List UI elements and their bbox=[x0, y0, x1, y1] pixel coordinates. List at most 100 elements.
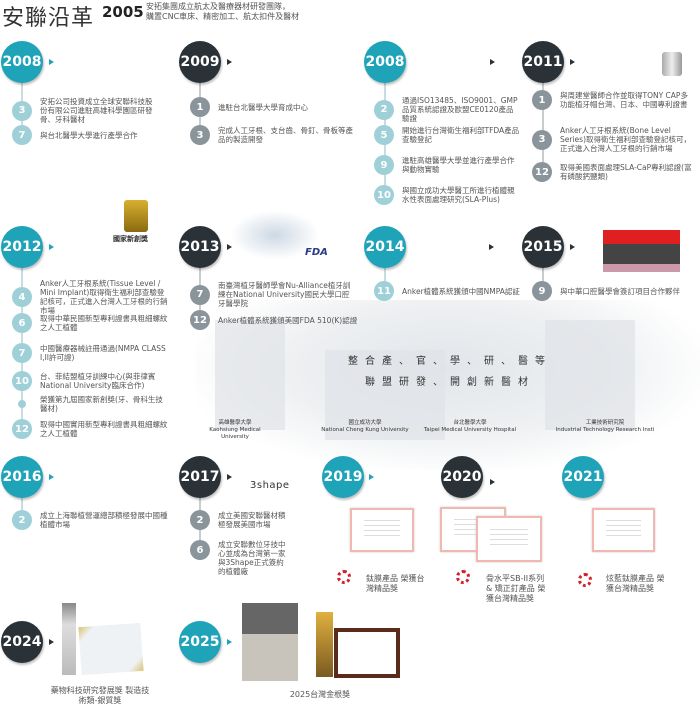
year-2005: 2005 bbox=[102, 3, 144, 21]
university-name-en: Kaohsiung Medical University bbox=[209, 427, 261, 440]
item-number: 3 bbox=[12, 100, 32, 121]
arrow-icon bbox=[570, 244, 575, 250]
timeline-item: 1 與周建堂醫師合作並取得TONY CAP多功能植牙帽台灣、日本、中國專利證書 bbox=[532, 90, 695, 110]
year-circle-2008: 2008 bbox=[1, 41, 43, 83]
item-text: 榮獲第九屆國家新創獎(牙、骨科生技醫材) bbox=[40, 395, 163, 413]
year-circle-2009: 2009 bbox=[179, 41, 221, 83]
item-number: 6 bbox=[190, 540, 210, 560]
item-text: Anker植體系統獲頒中國NMPA認証 bbox=[402, 286, 520, 296]
alliance-slogan-2: 聯盟研發、開創新醫材 bbox=[365, 377, 535, 388]
item-number: 1 bbox=[532, 90, 552, 110]
item-number: 12 bbox=[532, 162, 552, 182]
award-label: 國家新創獎 bbox=[113, 235, 148, 243]
item-text: 通過ISO13485、ISO9001、GMP品質系統認證及歐盟CE0120產品驗… bbox=[402, 96, 518, 123]
year-circle-2012: 2012 bbox=[1, 226, 43, 268]
year-circle-2024: 2024 bbox=[1, 621, 43, 663]
item-number: 12 bbox=[12, 419, 32, 439]
alliance-slogan-1: 整合產、官、學、研、醫等 bbox=[348, 356, 552, 367]
year-circle-2014: 2014 bbox=[364, 226, 406, 268]
item-number: 9 bbox=[532, 281, 552, 301]
item-number: 9 bbox=[374, 155, 394, 175]
taiwan-excellence-logo bbox=[337, 570, 351, 584]
timeline-line bbox=[542, 80, 544, 166]
year-2005-desc-line: 安拓集團成立航太及醫療器材研發團隊， bbox=[146, 2, 290, 11]
arrow-icon bbox=[490, 479, 495, 485]
arrow-icon bbox=[227, 474, 232, 480]
alliance-background bbox=[195, 300, 700, 470]
arrow-icon bbox=[227, 639, 232, 645]
award-text: 鈦膜產品 榮獲台灣精品獎 bbox=[366, 574, 425, 593]
university-name-en: Taipei Medical University Hospital bbox=[423, 427, 517, 433]
year-circle-2008b: 2008 bbox=[364, 41, 406, 83]
item-text: 取得美國表面處理SLA-CaP專利認證(富有磷酸鈣鹽類) bbox=[560, 163, 692, 181]
award-text: 骨水平SB-II系列 & 矯正釘產品 榮獲台灣精品獎 bbox=[486, 574, 546, 603]
dental-photo bbox=[230, 210, 320, 260]
item-number: 10 bbox=[374, 185, 394, 205]
item-text: 與台北醫學大學進行產學合作 bbox=[40, 130, 138, 140]
item-text: 取得中華民國新型專利證書具粗細螺紋之人工植體 bbox=[40, 314, 168, 332]
year-2005-desc: 安拓集團成立航太及醫療器材研發團隊，購置CNC車床、精密加工、航太扣件及醫材 bbox=[146, 2, 299, 22]
timeline-item: 9 與中華口腔醫學會簽訂項目合作夥伴 bbox=[532, 281, 700, 301]
building-image bbox=[325, 350, 445, 440]
year-circle-2019: 2019 bbox=[322, 456, 364, 498]
building-image bbox=[215, 320, 285, 430]
university-name-zh: 高雄醫學大學 bbox=[218, 420, 252, 426]
university-name-zh: 台北醫學大學 bbox=[453, 420, 487, 426]
certificate-image bbox=[78, 622, 144, 676]
timeline-item: 3 安拓公司投資成立全球安聯科技股份有限公司進駐高雄科學園區研發骨、牙科醫材 bbox=[12, 97, 158, 124]
item-text: 與中華口腔醫學會簽訂項目合作夥伴 bbox=[560, 286, 680, 296]
item-text: 安拓公司投資成立全球安聯科技股份有限公司進駐高雄科學園區研發骨、牙科醫材 bbox=[40, 97, 153, 124]
arrow-icon bbox=[570, 59, 575, 65]
timeline-line bbox=[21, 495, 23, 520]
trophy-image bbox=[62, 603, 76, 675]
arrow-icon bbox=[49, 639, 54, 645]
arrow-icon bbox=[49, 474, 54, 480]
award-text: 藥物科技研究發展獎 製造技術類-銀質獎 bbox=[50, 686, 150, 705]
year-circle-2011: 2011 bbox=[522, 41, 564, 83]
taiwan-excellence-logo bbox=[578, 573, 592, 587]
item-text: 南臺灣植牙醫師學會Nu-Alliance植牙訓練在National Univer… bbox=[218, 281, 351, 308]
tony-cap-image bbox=[662, 52, 682, 76]
year-circle-2017: 2017 bbox=[179, 456, 221, 498]
item-number: 4 bbox=[12, 287, 32, 307]
fda-logo: FDA bbox=[305, 247, 328, 258]
timeline-line bbox=[384, 265, 386, 290]
certificate-paper bbox=[338, 632, 396, 674]
timeline-line bbox=[542, 265, 544, 290]
year-circle-2016: 2016 bbox=[1, 456, 43, 498]
year-circle-2021: 2021 bbox=[562, 456, 604, 498]
item-number: 2 bbox=[190, 510, 210, 530]
item-text: Anker人工牙根系統(Bone Level Series)取得衛生福利部查驗登… bbox=[560, 126, 691, 153]
building-image bbox=[545, 320, 635, 430]
trophy-image bbox=[316, 612, 333, 677]
item-text: 與國立成功大學醫工所進行植體親水性表面處理研究(SLA-Plus) bbox=[402, 186, 515, 204]
item-number: 12 bbox=[190, 310, 210, 330]
item-text: 成立上海聯植營運總部積極發展中國種植體市場 bbox=[40, 511, 168, 529]
item-text: 台、菲結盟植牙訓練中心(與菲律賓National University臨床合作) bbox=[40, 372, 156, 390]
page-title: 安聯沿革 bbox=[2, 6, 95, 31]
item-number: 1 bbox=[190, 97, 210, 117]
item-number: 5 bbox=[374, 125, 394, 145]
arrow-icon bbox=[49, 59, 54, 65]
year-circle-2013: 2013 bbox=[179, 226, 221, 268]
item-text: 完成人工牙根、支台齒、骨釘、骨板等產品的製造開發 bbox=[218, 126, 353, 144]
item-text: 與周建堂醫師合作並取得TONY CAP多功能植牙帽台灣、日本、中國專利證書 bbox=[560, 91, 688, 109]
